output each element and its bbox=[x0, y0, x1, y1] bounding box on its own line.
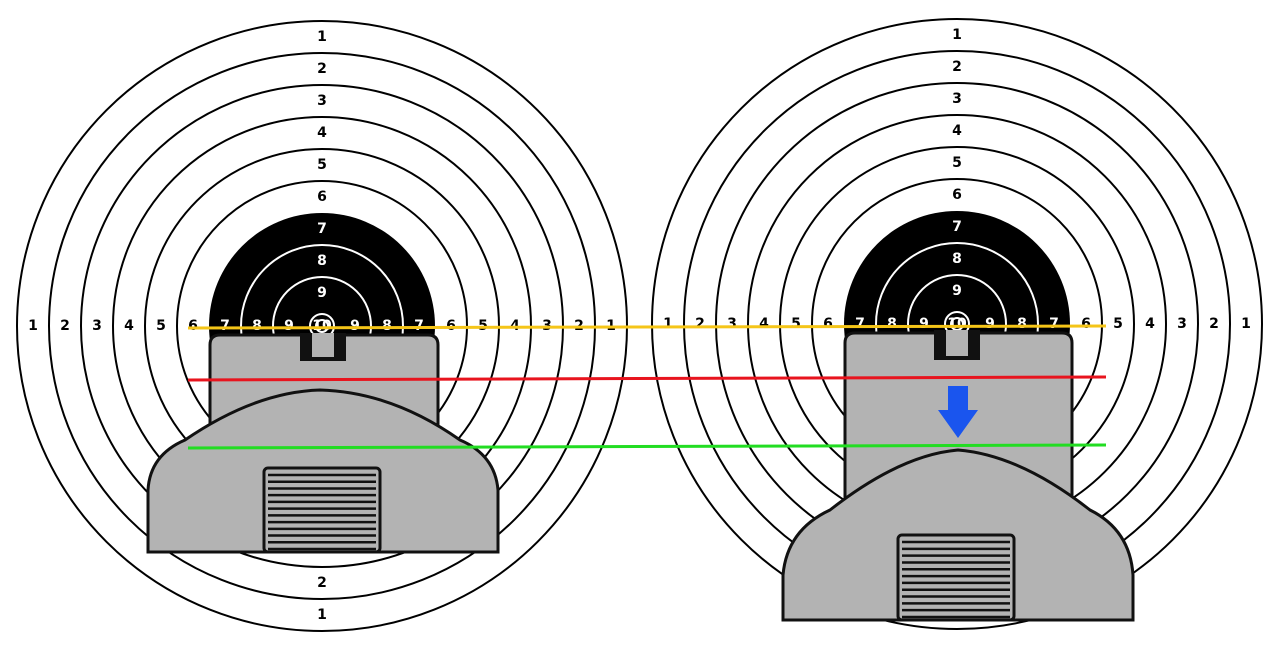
label-left-1: 1 bbox=[28, 318, 38, 334]
label-right-6: 6 bbox=[1081, 316, 1091, 332]
label-left-1: 1 bbox=[663, 316, 673, 332]
label-top-7: 7 bbox=[317, 221, 327, 237]
label-right-9: 9 bbox=[985, 316, 995, 332]
label-left-8: 8 bbox=[252, 318, 262, 334]
label-left-5: 5 bbox=[156, 318, 166, 334]
label-left-2: 2 bbox=[60, 318, 70, 334]
label-left-6: 6 bbox=[188, 318, 198, 334]
label-top-5: 5 bbox=[317, 157, 327, 173]
label-top-9: 9 bbox=[952, 283, 962, 299]
label-left-2: 2 bbox=[695, 316, 705, 332]
label-top-3: 3 bbox=[317, 93, 327, 109]
serrations-right bbox=[896, 533, 1016, 622]
label-right-3: 3 bbox=[1177, 316, 1187, 332]
label-right-4: 4 bbox=[1145, 316, 1155, 332]
center-x-ring bbox=[315, 319, 329, 333]
label-top-5: 5 bbox=[952, 155, 962, 171]
label-left-8: 8 bbox=[887, 316, 897, 332]
label-top-9: 9 bbox=[317, 285, 327, 301]
label-center-10: 10 bbox=[312, 318, 332, 334]
label-right-8: 8 bbox=[382, 318, 392, 334]
label-left-9: 9 bbox=[919, 316, 929, 332]
label-left-7: 7 bbox=[220, 318, 230, 334]
red-line bbox=[187, 375, 1107, 382]
label-left-4: 4 bbox=[759, 316, 769, 332]
label-left-3: 3 bbox=[92, 318, 102, 334]
label-right-1: 1 bbox=[1241, 316, 1251, 332]
label-left-3: 3 bbox=[727, 316, 737, 332]
label-bottom-1: 1 bbox=[317, 607, 327, 623]
label-top-4: 4 bbox=[952, 123, 962, 139]
label-center-10: 10 bbox=[947, 316, 967, 332]
label-left-6: 6 bbox=[823, 316, 833, 332]
label-top-7: 7 bbox=[952, 219, 962, 235]
serrations-left bbox=[262, 466, 382, 554]
label-top-2: 2 bbox=[952, 59, 962, 75]
label-top-2: 2 bbox=[317, 61, 327, 77]
label-right-9: 9 bbox=[350, 318, 360, 334]
label-left-5: 5 bbox=[791, 316, 801, 332]
yellow-line bbox=[187, 324, 1107, 330]
label-top-6: 6 bbox=[317, 189, 327, 205]
label-top-4: 4 bbox=[317, 125, 327, 141]
label-right-2: 2 bbox=[1209, 316, 1219, 332]
label-top-1: 1 bbox=[952, 27, 962, 43]
label-left-9: 9 bbox=[284, 318, 294, 334]
arrow-down-icon bbox=[938, 386, 978, 438]
label-left-4: 4 bbox=[124, 318, 134, 334]
label-right-7: 7 bbox=[1049, 316, 1059, 332]
label-top-8: 8 bbox=[317, 253, 327, 269]
label-bottom-2: 2 bbox=[317, 575, 327, 591]
label-left-7: 7 bbox=[855, 316, 865, 332]
label-top-8: 8 bbox=[952, 251, 962, 267]
label-right-5: 5 bbox=[1113, 316, 1123, 332]
label-right-8: 8 bbox=[1017, 316, 1027, 332]
label-top-3: 3 bbox=[952, 91, 962, 107]
label-top-1: 1 bbox=[317, 29, 327, 45]
label-top-6: 6 bbox=[952, 187, 962, 203]
green-line bbox=[187, 443, 1107, 450]
